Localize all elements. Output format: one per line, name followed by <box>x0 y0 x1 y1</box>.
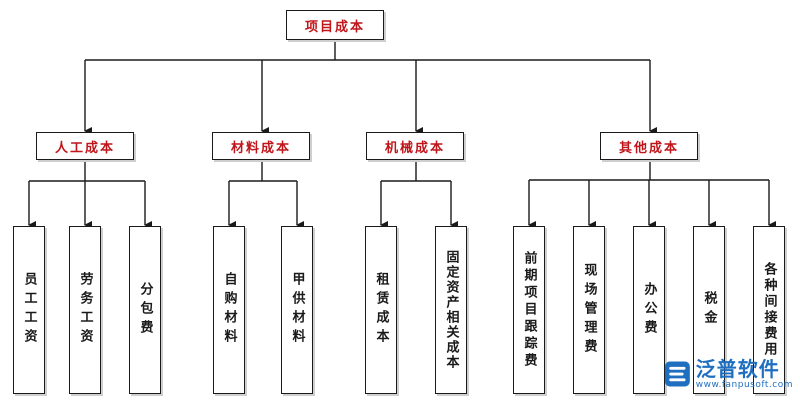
leaf-label: 前期项目跟踪费 <box>521 250 537 370</box>
category-node-labor: 人工成本 <box>36 132 134 160</box>
leaf-node: 分包费 <box>129 226 161 394</box>
leaf-node: 办公费 <box>633 226 665 394</box>
watermark-url: www.fanpusoft.com <box>695 379 793 390</box>
category-node-machinery: 机械成本 <box>366 132 464 160</box>
category-label: 机械成本 <box>384 140 445 156</box>
leaf-node: 各种间接费用 <box>753 226 785 394</box>
root-label: 项目成本 <box>304 19 365 35</box>
category-node-material: 材料成本 <box>212 132 310 160</box>
brand-logo-icon <box>664 361 690 387</box>
category-node-other: 其他成本 <box>600 132 698 160</box>
watermark-brand-name: 泛普软件 <box>695 356 780 381</box>
leaf-node: 租赁成本 <box>365 226 397 394</box>
leaf-node: 员工工资 <box>13 226 45 394</box>
leaf-label: 自购材料 <box>221 272 237 348</box>
leaf-node: 税金 <box>693 226 725 394</box>
leaf-node: 固定资产相关成本 <box>435 226 467 394</box>
leaf-label: 各种间接费用 <box>761 262 777 358</box>
watermark: 泛普软件 www.fanpusoft.com <box>663 352 793 396</box>
leaf-label: 固定资产相关成本 <box>443 250 459 370</box>
category-label: 人工成本 <box>54 140 115 156</box>
leaf-node: 自购材料 <box>213 226 245 394</box>
leaf-node: 现场管理费 <box>573 226 605 394</box>
leaf-label: 分包费 <box>137 281 153 339</box>
leaf-label: 税金 <box>701 291 717 329</box>
category-label: 材料成本 <box>230 140 291 156</box>
leaf-label: 员工工资 <box>21 272 37 348</box>
leaf-node: 劳务工资 <box>69 226 101 394</box>
leaf-label: 现场管理费 <box>581 262 597 358</box>
category-label: 其他成本 <box>618 140 679 156</box>
leaf-label: 租赁成本 <box>373 272 389 348</box>
leaf-node: 前期项目跟踪费 <box>513 226 545 394</box>
leaf-label: 办公费 <box>641 281 657 339</box>
leaf-node: 甲供材料 <box>281 226 313 394</box>
leaf-label: 甲供材料 <box>289 272 305 348</box>
leaf-label: 劳务工资 <box>77 272 93 348</box>
root-node: 项目成本 <box>286 10 384 40</box>
